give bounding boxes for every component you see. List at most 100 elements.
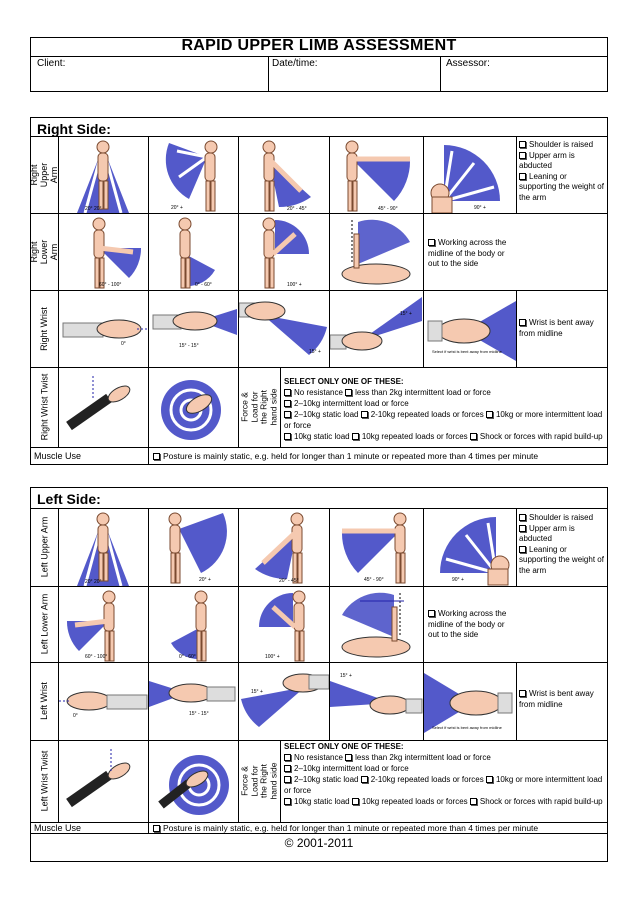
header-box [30, 37, 608, 92]
checkbox[interactable] [153, 825, 160, 832]
left-wrist-posture-1[interactable]: 0° [59, 663, 148, 740]
right-side-title: Right Side: [37, 121, 111, 137]
checkbox[interactable] [284, 389, 291, 396]
wrist-caption: Select if wrist is bent away from midlin… [432, 349, 503, 354]
left-wrist-posture-2[interactable]: 15° - 15° [149, 663, 238, 740]
left-wrist-bent-away[interactable]: Select if wrist is bent away from midlin… [424, 663, 516, 740]
checkbox[interactable] [485, 411, 493, 418]
left-upper-arm-posture-3[interactable]: 20° - 45° [239, 509, 329, 586]
right-wrist-posture-2[interactable]: 15° - 15° [149, 291, 238, 367]
divider [30, 290, 608, 291]
left-lower-arm-posture-3[interactable]: 100° + [239, 587, 329, 662]
leaning-supporting-checkbox[interactable]: Leaning or supporting the weight of the … [519, 545, 605, 577]
checkbox[interactable] [153, 453, 160, 460]
checkbox[interactable] [284, 433, 291, 440]
right-lower-arm-posture-3[interactable]: 100° + [239, 214, 329, 290]
right-lower-arm-across-midline[interactable] [330, 214, 423, 290]
left-upper-arm-posture-2[interactable]: 20° + [149, 509, 238, 586]
checkbox[interactable] [428, 610, 435, 617]
left-lower-arm-note[interactable]: Working across the midline of the body o… [428, 609, 516, 641]
left-lower-arm-posture-2[interactable]: 0° - 60° [149, 587, 238, 662]
checkbox[interactable] [351, 433, 359, 440]
shoulder-raised-checkbox[interactable]: Shoulder is raised [519, 140, 605, 151]
angle-label: 60° - 100° [99, 282, 121, 288]
force-option: less than 2kg intermittent load or force [355, 388, 491, 397]
checkbox[interactable] [284, 400, 291, 407]
left-lower-arm-across-midline[interactable] [330, 587, 423, 662]
left-wrist-twist-1[interactable] [59, 741, 148, 822]
checkbox[interactable] [519, 172, 526, 180]
upper-arm-abducted-checkbox[interactable]: Upper arm is abducted [519, 151, 605, 172]
checkbox[interactable] [284, 754, 291, 761]
left-wrist-twist-2[interactable] [149, 741, 238, 822]
checkbox[interactable] [519, 690, 526, 697]
wrist-note[interactable]: Wrist is bent away from midline [519, 318, 607, 339]
leaning-supporting-checkbox[interactable]: Leaning or supporting the weight of the … [519, 172, 605, 204]
checkbox[interactable] [360, 411, 368, 418]
checkbox-label: Upper arm is abducted [519, 523, 575, 544]
force-option: 2–10kg static load [294, 410, 359, 419]
force-option: No resistance [294, 388, 343, 397]
header-vsep [440, 56, 441, 92]
right-lower-arm-posture-2[interactable]: 0° - 60° [149, 214, 238, 290]
left-muscle-use-option[interactable]: Posture is mainly static, e.g. held for … [153, 823, 538, 833]
checkbox[interactable] [284, 798, 291, 805]
left-lower-arm-posture-1[interactable]: 60° - 100° [59, 587, 148, 662]
divider [30, 662, 608, 663]
left-wrist-note[interactable]: Wrist is bent away from midline [519, 689, 607, 710]
checkbox[interactable] [519, 514, 526, 521]
header-divider [30, 56, 608, 57]
left-upper-arm-posture-4[interactable]: 45° - 90° [330, 509, 423, 586]
checkbox[interactable] [485, 776, 493, 783]
right-wrist-bent-away[interactable]: Select if wrist is bent away from midlin… [424, 291, 516, 367]
force-option: No resistance [294, 753, 343, 762]
upper-arm-abducted-checkbox[interactable]: Upper arm is abducted [519, 524, 605, 545]
checkbox[interactable] [469, 798, 477, 805]
checkbox[interactable] [345, 754, 353, 761]
right-upper-arm-posture-4[interactable]: 45° - 90° [330, 137, 423, 213]
checkbox[interactable] [519, 524, 526, 532]
force-option: 2–10kg intermittent load or force [294, 764, 409, 773]
checkbox[interactable] [428, 239, 435, 246]
checkbox[interactable] [284, 411, 291, 418]
checkbox[interactable] [351, 798, 359, 805]
row-label-left-lower-arm: Left Lower Arm [39, 593, 49, 655]
right-upper-arm-posture-1[interactable]: 20° 20° [59, 137, 148, 213]
lower-arm-note[interactable]: Working across the midline of the body o… [428, 238, 516, 270]
divider [516, 290, 517, 367]
left-shoulder-notes: Shoulder is raised Upper arm is abducted… [519, 513, 605, 576]
checkbox[interactable] [360, 776, 368, 783]
force-option: 2-10kg repeated loads or forces [370, 775, 484, 784]
right-wrist-posture-1[interactable]: 0° [59, 291, 148, 367]
checkbox[interactable] [469, 433, 477, 440]
checkbox[interactable] [519, 319, 526, 326]
left-force-options: SELECT ONLY ONE OF THESE: No resistance … [284, 741, 606, 807]
checkbox[interactable] [284, 776, 291, 783]
left-upper-arm-posture-5[interactable]: 90° + [424, 509, 516, 586]
right-upper-arm-posture-3[interactable]: 20° - 45° [239, 137, 329, 213]
right-lower-arm-posture-1[interactable]: 60° - 100° [59, 214, 148, 290]
left-wrist-posture-4[interactable]: 15° + [330, 663, 423, 740]
row-label-right-wrist: Right Wrist [39, 306, 49, 351]
right-side-section [30, 117, 608, 465]
right-wrist-twist-2[interactable] [149, 368, 238, 447]
angle-label: 20° 20° [85, 579, 102, 585]
checkbox[interactable] [345, 389, 353, 396]
right-muscle-use-option[interactable]: Posture is mainly static, e.g. held for … [153, 451, 538, 461]
right-wrist-twist-1[interactable] [59, 368, 148, 447]
right-muscle-use-label: Muscle Use [34, 451, 82, 461]
checkbox[interactable] [519, 141, 526, 148]
right-wrist-posture-3[interactable]: 15° + [239, 291, 329, 367]
left-upper-arm-posture-1[interactable]: 20° 20° [59, 509, 148, 586]
checkbox[interactable] [519, 545, 526, 553]
checkbox[interactable] [519, 151, 526, 159]
right-upper-arm-posture-2[interactable]: 20° + [149, 137, 238, 213]
angle-label: 0° - 60° [195, 282, 212, 288]
shoulder-raised-checkbox[interactable]: Shoulder is raised [519, 513, 605, 524]
left-wrist-posture-3[interactable]: 15° + [239, 663, 329, 740]
checkbox[interactable] [284, 765, 291, 772]
right-wrist-posture-4[interactable]: 15° + [330, 291, 423, 367]
right-upper-arm-posture-5[interactable]: 90° + [424, 137, 516, 213]
force-option: 10kg or more intermittent load or force [284, 410, 603, 430]
divider [148, 508, 149, 740]
